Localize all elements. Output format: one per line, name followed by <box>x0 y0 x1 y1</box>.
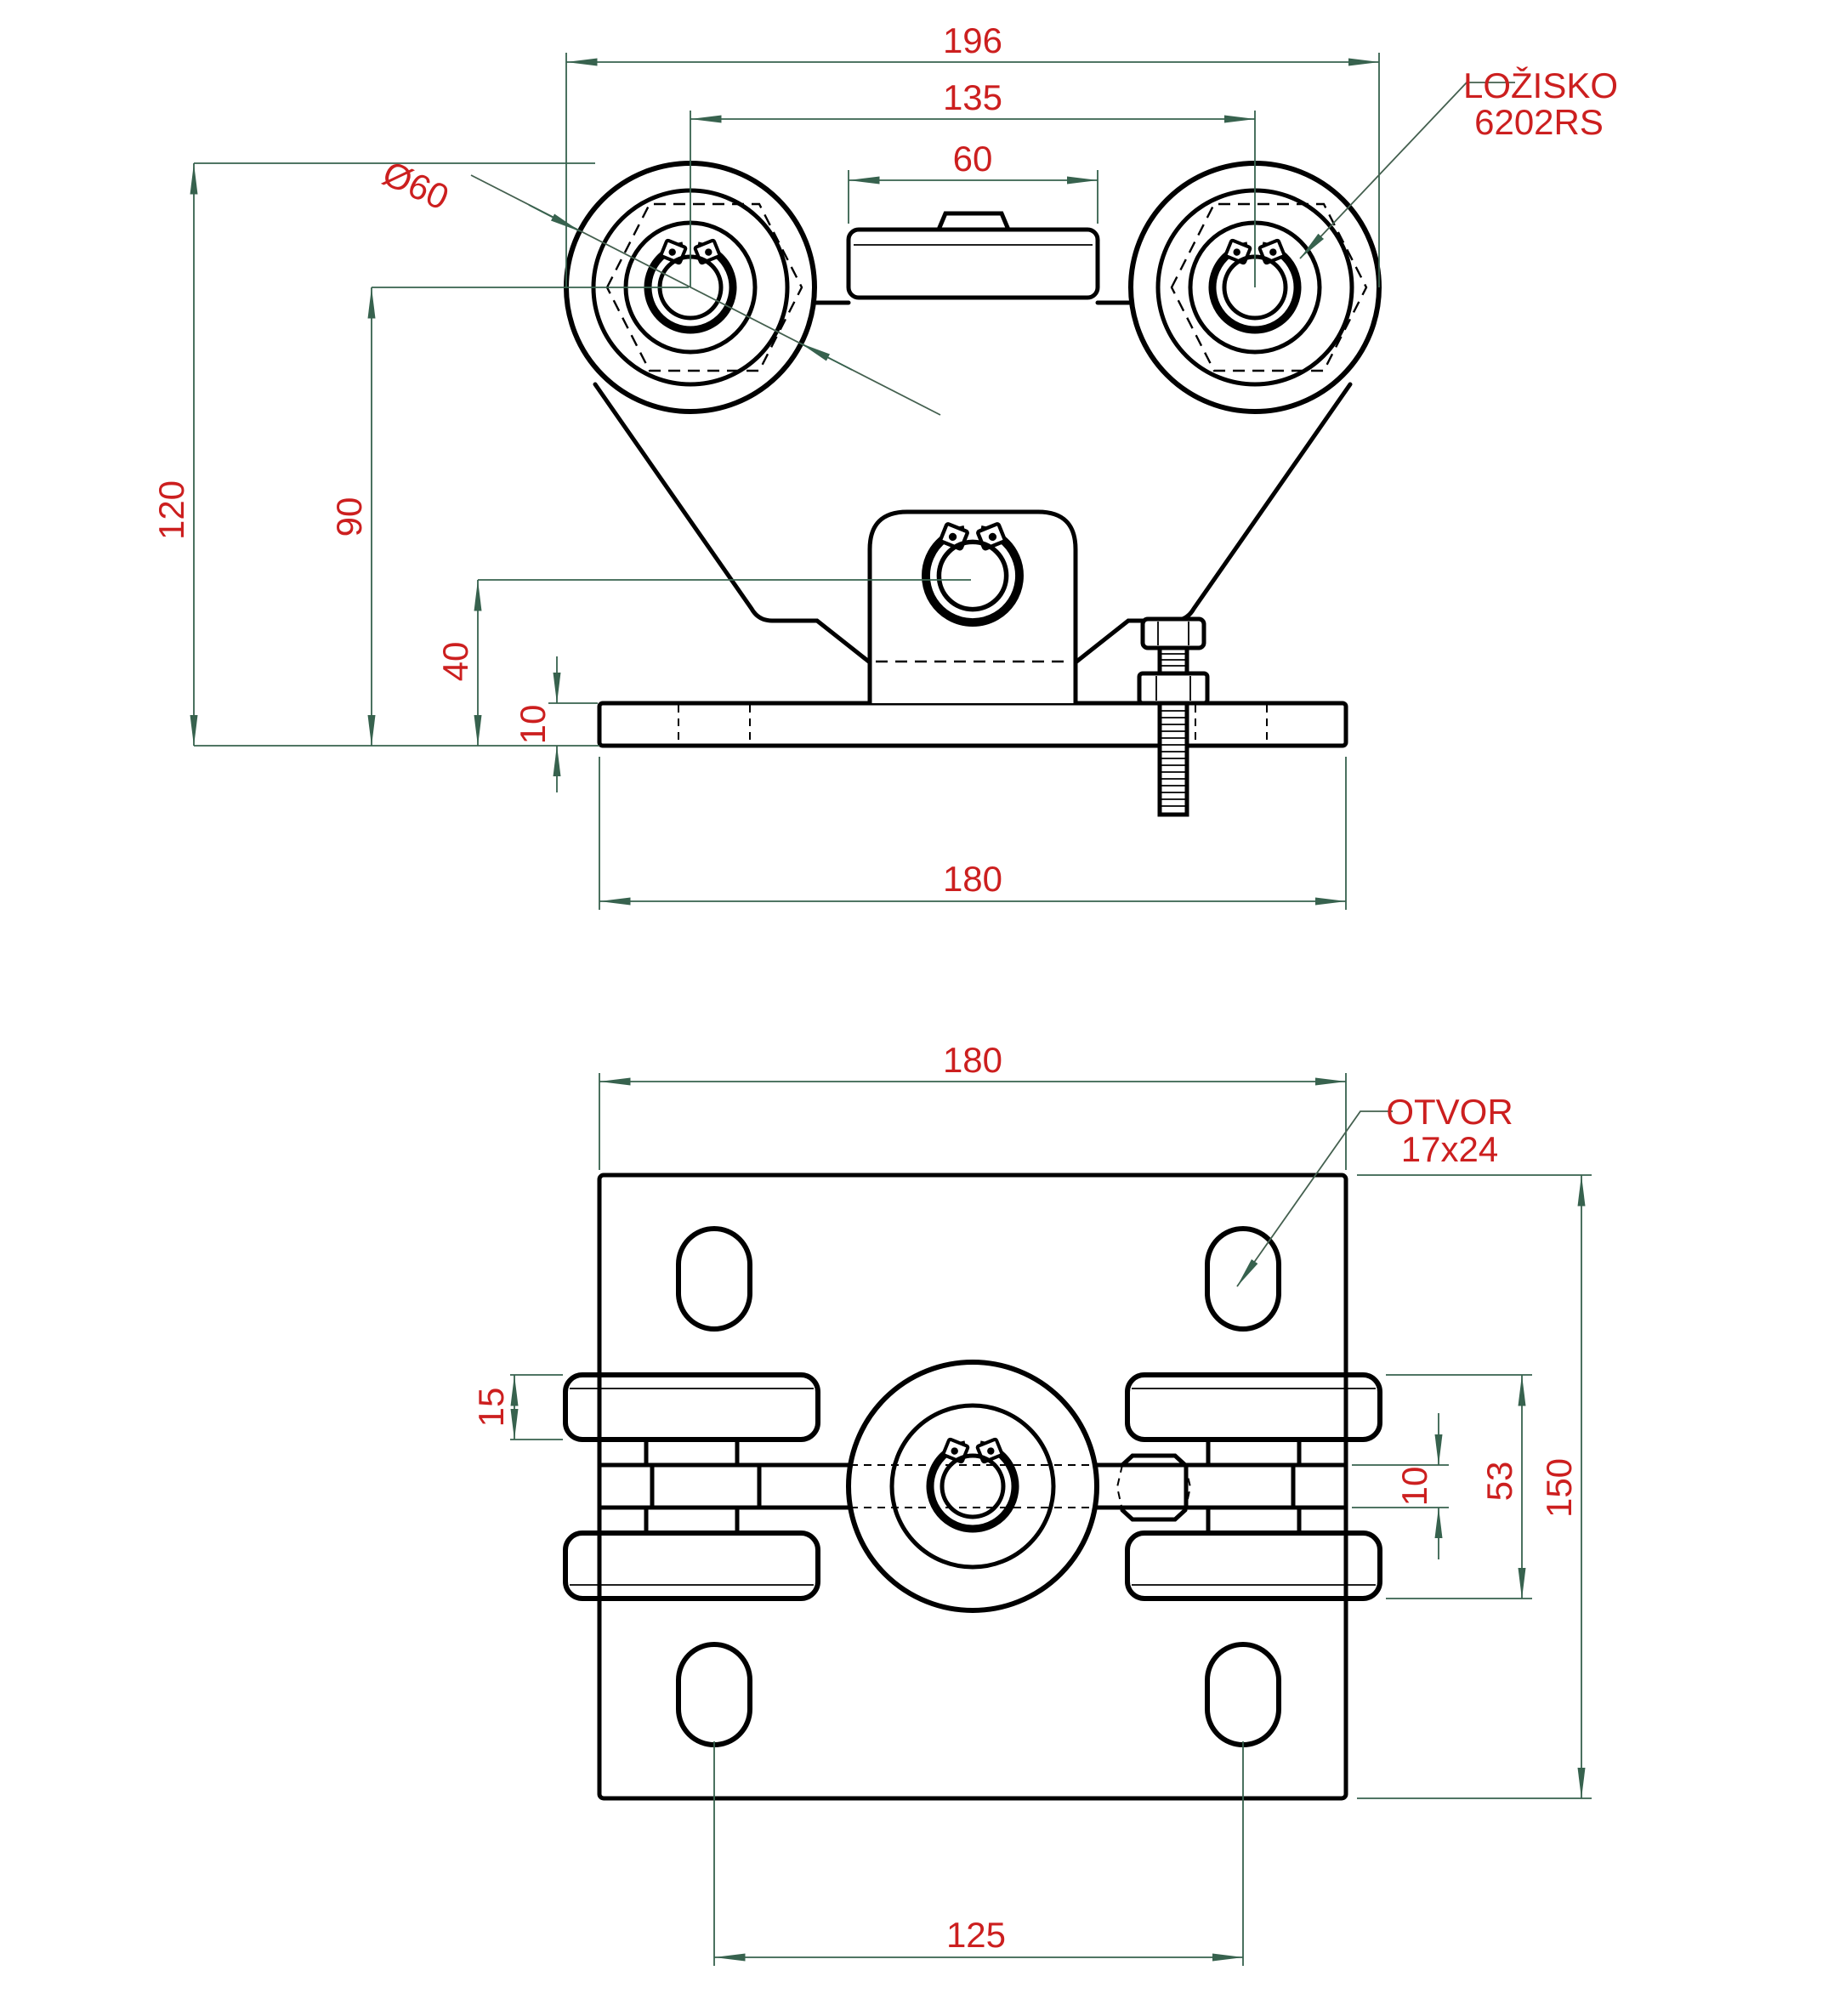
bearing-callout: LOŽISKO 6202RS <box>1299 65 1618 259</box>
hole-label-line1: OTVOR <box>1386 1092 1513 1132</box>
hidden-hex-boss <box>1170 202 1368 372</box>
dim-plate-width-front-label: 180 <box>943 859 1002 899</box>
plan-hub <box>846 1360 1099 1613</box>
adjustment-bolt <box>1137 616 1210 817</box>
dim-wheel-spacing-label: 135 <box>943 77 1002 117</box>
hole-label-line2: 17x24 <box>1401 1129 1498 1169</box>
dim-plan-plate-width-label: 180 <box>943 1040 1002 1080</box>
dim-plate-depth-label: 150 <box>1539 1458 1579 1518</box>
hidden-plate-edges <box>599 1377 1347 1596</box>
dim-cap-width-label: 60 <box>953 139 993 179</box>
dim-plate-thickness-label: 10 <box>513 705 553 745</box>
plan-dimensions: 180 OTVOR 17x24 150 53 10 15 125 <box>471 1040 1592 1966</box>
plan-hex-nut <box>1116 1453 1192 1522</box>
slot-top-left <box>676 1226 752 1332</box>
front-view: 196 135 60 Ø60 120 90 <box>151 20 1618 910</box>
dim-height-wheel-bottom-label: 90 <box>329 497 369 537</box>
rail-cap <box>846 211 1100 300</box>
bearing-label-line2: 6202RS <box>1474 102 1604 142</box>
hub-bracket <box>867 509 1078 703</box>
front-dimensions: 196 135 60 Ø60 120 90 <box>151 20 1380 910</box>
dim-axle-width-label: 10 <box>1394 1467 1434 1507</box>
dim-slot-spacing-label: 125 <box>946 1915 1006 1955</box>
hidden-hex-boss <box>605 202 803 372</box>
slot-top-right <box>1205 1226 1281 1332</box>
plan-base-plate <box>597 1173 1348 1801</box>
bearing-label-line1: LOŽISKO <box>1463 65 1618 105</box>
dim-height-overall-label: 120 <box>151 480 191 540</box>
plan-right-wheel <box>1094 1372 1382 1601</box>
plan-left-wheel <box>563 1372 851 1601</box>
hidden-axle-edges <box>850 1464 1095 1508</box>
dim-wheel-width-label: 53 <box>1479 1462 1519 1502</box>
plan-view: 180 OTVOR 17x24 150 53 10 15 125 <box>471 1040 1592 1966</box>
dim-overall-width-label: 196 <box>943 20 1002 60</box>
base-plate <box>597 701 1348 748</box>
dim-flange-width-label: 15 <box>471 1388 511 1428</box>
dim-height-hub-center-label: 40 <box>435 642 475 682</box>
